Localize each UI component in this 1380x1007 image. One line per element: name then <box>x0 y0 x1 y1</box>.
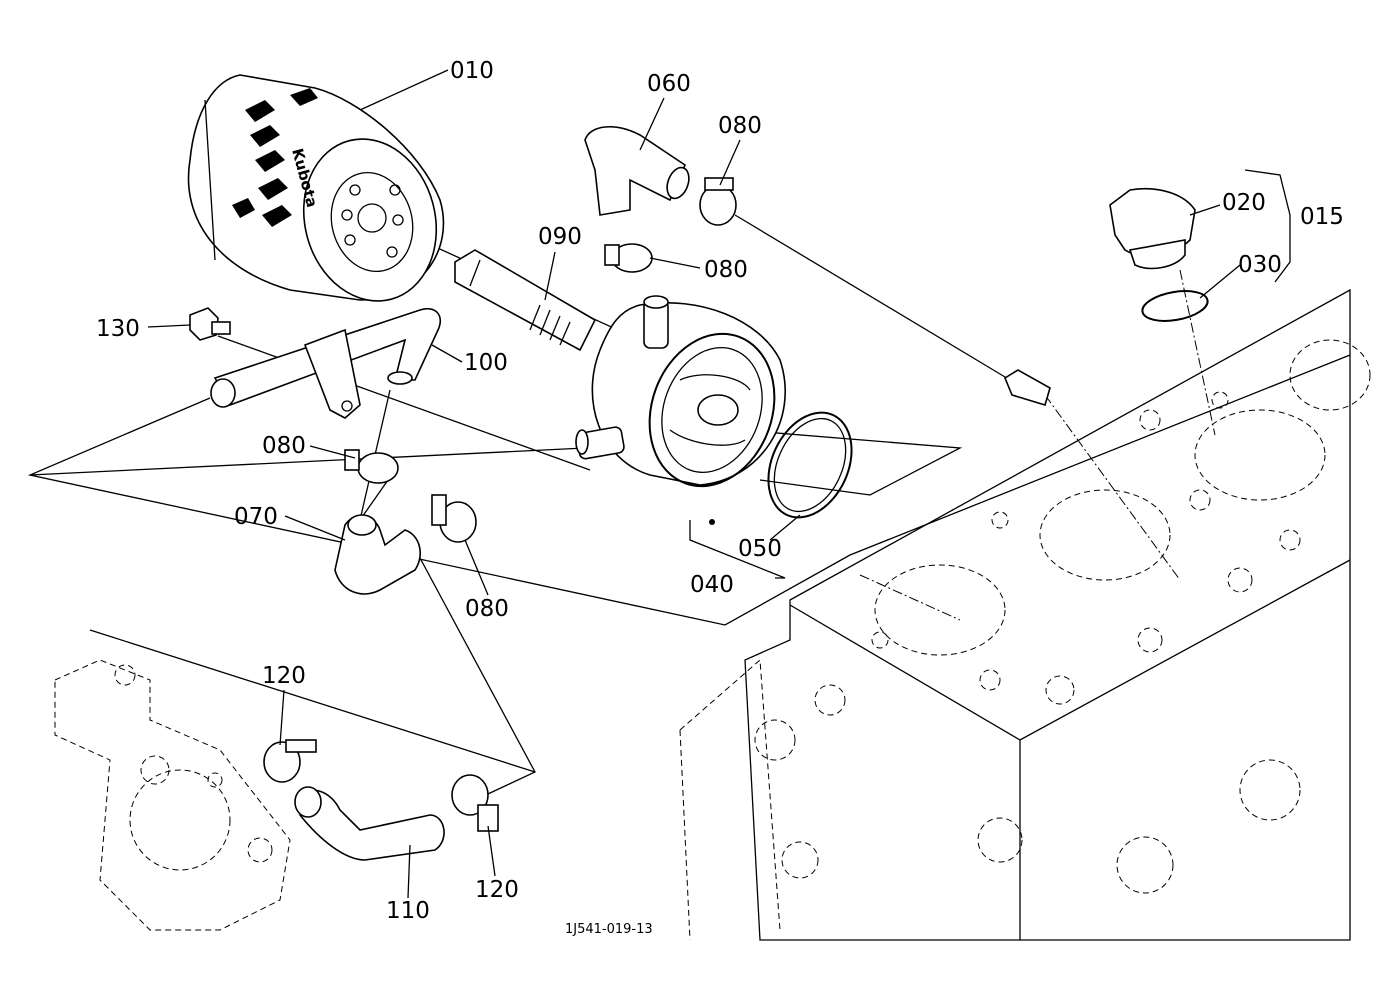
threaded-pipe-090 <box>454 249 597 352</box>
callout-070: 070 <box>234 504 278 530</box>
o-ring-030 <box>1141 290 1209 322</box>
callout-020: 020 <box>1222 190 1266 216</box>
clamp-120-right <box>451 774 499 832</box>
leader-lines <box>27 214 1351 801</box>
elbow-hose-060 <box>584 125 690 216</box>
callout-030: 030 <box>1238 252 1282 278</box>
oil-filler-cap-020 <box>1109 187 1196 270</box>
callout-080-top-right: 080 <box>718 113 762 139</box>
oil-cooler-040 <box>575 295 786 525</box>
drawing-code: 1J541-019-13 <box>565 922 653 937</box>
callout-060: 060 <box>647 71 691 97</box>
callout-leaders <box>147 69 1291 899</box>
callout-040: 040 <box>690 572 734 598</box>
hose-110 <box>294 786 445 861</box>
callout-100: 100 <box>464 350 508 376</box>
callout-110: 110 <box>386 898 430 924</box>
callout-080-mid: 080 <box>704 257 748 283</box>
block-fitting <box>1004 369 1051 406</box>
callout-130: 130 <box>96 316 140 342</box>
o-ring-050 <box>767 411 853 519</box>
callout-120-right: 120 <box>475 877 519 903</box>
filter-chevrons <box>232 88 318 227</box>
callout-010: 010 <box>450 58 494 84</box>
engine-block <box>679 288 1371 941</box>
callout-015: 015 <box>1300 204 1344 230</box>
clamp-080-top-right <box>699 177 737 226</box>
callout-080-left: 080 <box>262 433 306 459</box>
clamp-120-left <box>263 739 317 783</box>
clamp-080-low <box>431 494 477 543</box>
oil-filter-010: Kubota <box>187 74 445 302</box>
clamp-080-mid <box>604 243 653 273</box>
callout-090: 090 <box>538 224 582 250</box>
clamp-080-left <box>344 449 399 484</box>
bolt-130 <box>189 307 231 341</box>
elbow-hose-070 <box>334 514 421 595</box>
callout-050: 050 <box>738 536 782 562</box>
pipe-100 <box>210 308 442 419</box>
callout-120-left: 120 <box>262 663 306 689</box>
callout-080-low: 080 <box>465 596 509 622</box>
water-pump-housing <box>54 659 291 931</box>
